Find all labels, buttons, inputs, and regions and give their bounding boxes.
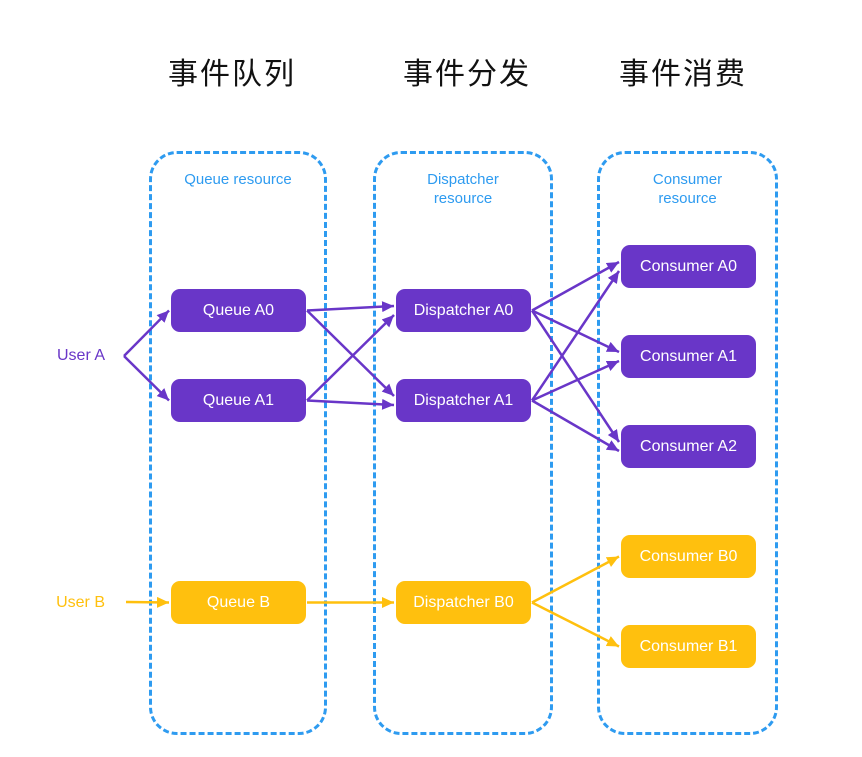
- node-queue-a0: Queue A0: [171, 289, 306, 332]
- user-a-label: User A: [56, 347, 105, 364]
- node-consumer-b1: Consumer B1: [621, 625, 756, 668]
- dispatcher-resource-container: Dispatcher resource: [373, 151, 553, 735]
- column-header-event-queue: 事件队列: [168, 58, 296, 91]
- column-header-event-dispatch: 事件分发: [403, 58, 531, 91]
- node-queue-a1: Queue A1: [171, 379, 306, 422]
- queue-resource-container: Queue resource: [149, 151, 327, 735]
- node-consumer-b0: Consumer B0: [621, 535, 756, 578]
- node-dispatcher-a1: Dispatcher A1: [396, 379, 531, 422]
- node-consumer-a0: Consumer A0: [621, 245, 756, 288]
- node-dispatcher-a0: Dispatcher A0: [396, 289, 531, 332]
- node-consumer-a1: Consumer A1: [621, 335, 756, 378]
- node-dispatcher-b0: Dispatcher B0: [396, 581, 531, 624]
- column-header-event-consume: 事件消费: [619, 58, 747, 91]
- consumer-resource-label: Consumer resource: [652, 171, 723, 207]
- node-consumer-a2: Consumer A2: [621, 425, 756, 468]
- user-b-label: User B: [56, 594, 105, 611]
- dispatcher-resource-label: Dispatcher resource: [427, 171, 499, 207]
- node-queue-b: Queue B: [171, 581, 306, 624]
- queue-resource-label: Queue resource: [184, 171, 292, 188]
